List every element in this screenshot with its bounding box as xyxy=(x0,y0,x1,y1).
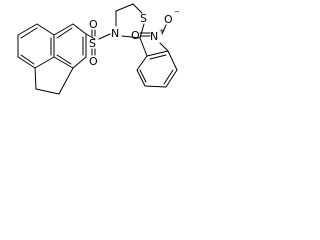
bond xyxy=(144,85,167,88)
bond xyxy=(20,54,35,65)
bond xyxy=(58,67,74,95)
nitro-nitrogen: N xyxy=(150,30,158,43)
bond xyxy=(161,24,167,35)
bond xyxy=(56,27,73,39)
bond xyxy=(17,23,38,36)
bond xyxy=(34,67,37,90)
bond xyxy=(132,3,143,14)
nitro-oxygen-double: O xyxy=(131,29,140,42)
sulfonyl-oxygen-bottom: O xyxy=(89,55,98,68)
chemical-structure-diagram: O S O N S N + O − O xyxy=(17,3,180,95)
thiazolidine-ring: N S xyxy=(111,3,147,40)
bond xyxy=(36,23,55,36)
nitrophenyl-group: N + O − O xyxy=(131,8,180,88)
bond xyxy=(136,55,148,71)
sulfonyl-oxygen-top: O xyxy=(89,18,98,31)
bond xyxy=(20,27,38,39)
bond xyxy=(98,33,111,40)
bond xyxy=(167,50,178,71)
bond xyxy=(34,56,55,69)
bond xyxy=(72,56,87,69)
nitro-nitrogen-charge: + xyxy=(159,27,165,35)
ring-nitrogen: N xyxy=(111,27,119,40)
bond xyxy=(146,50,169,57)
bond xyxy=(72,23,87,35)
bond xyxy=(17,56,36,69)
nitro-oxygen-charge: − xyxy=(174,8,180,16)
sulfonyl-group: O S O xyxy=(85,18,111,68)
bond xyxy=(56,54,72,65)
bond xyxy=(85,33,96,40)
bond xyxy=(149,54,167,60)
nitro-oxygen-single: O xyxy=(164,13,173,26)
bond xyxy=(163,69,174,85)
bond xyxy=(136,69,146,87)
bond xyxy=(53,56,74,69)
bond xyxy=(139,69,147,83)
bond xyxy=(165,69,178,88)
bond xyxy=(115,3,134,12)
sulfonyl-sulfur: S xyxy=(89,37,96,50)
acenaphthene-group xyxy=(17,23,87,95)
bond xyxy=(159,42,169,52)
bond xyxy=(121,35,141,39)
bond xyxy=(139,37,148,57)
bond xyxy=(53,23,74,36)
bond xyxy=(35,88,60,95)
ring-sulfur: S xyxy=(140,12,147,25)
